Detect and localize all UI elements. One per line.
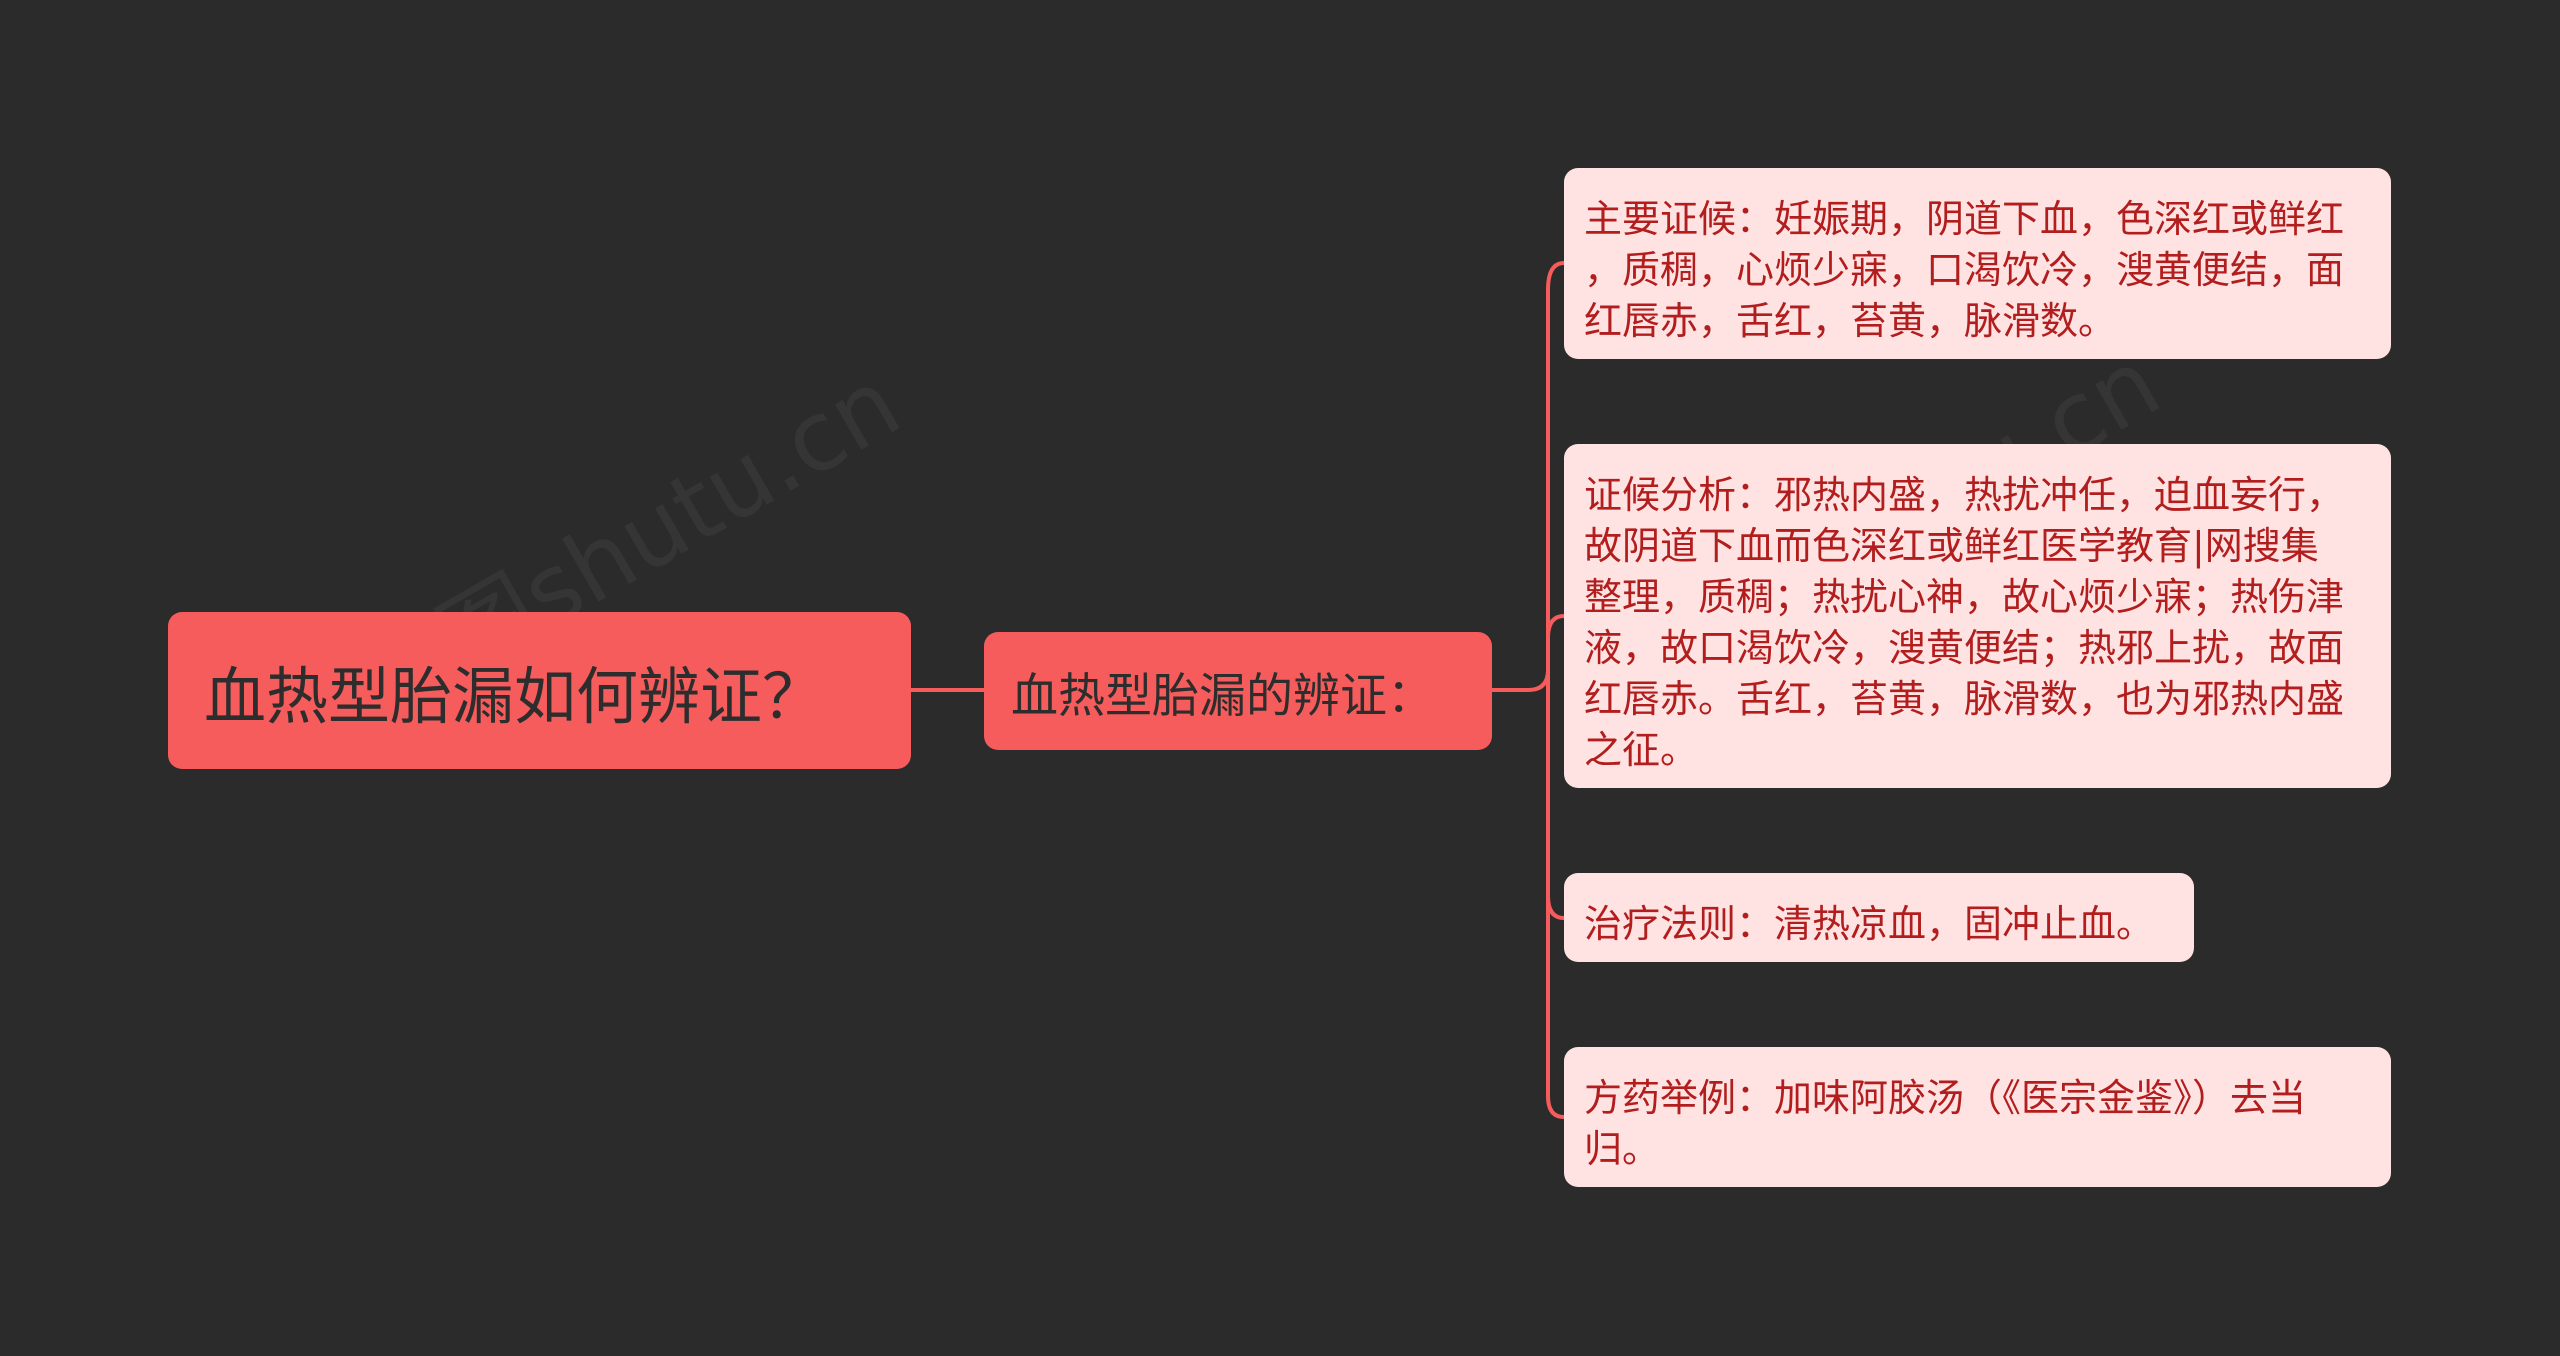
leaf-main-symptoms[interactable]: 主要证候：妊娠期，阴道下血，色深红或鲜红 ，质稠，心烦少寐，口渴饮冷，溲黄便结，… <box>1564 168 2391 359</box>
leaf-0-connector <box>1527 261 1565 692</box>
branch-topic-node[interactable]: 血热型胎漏的辨证： <box>984 632 1492 750</box>
root-topic-label: 血热型胎漏如何辨证？ <box>204 659 825 733</box>
leaf-2-connector <box>1546 895 1565 920</box>
leaf-3-connector <box>1546 1095 1565 1119</box>
leaf-prescription-example[interactable]: 方药举例：加味阿胶汤（《医宗金鉴》）去当 归。 <box>1564 1047 2391 1187</box>
leaf-1-connector <box>1546 614 1565 639</box>
leaf-syndrome-analysis[interactable]: 证候分析：邪热内盛，热扰冲任，迫血妄行， 故阴道下血而色深红或鲜红医学教育|网搜… <box>1564 444 2391 788</box>
branch-topic-label: 血热型胎漏的辨证： <box>1011 668 1434 724</box>
leaf-treatment-principle[interactable]: 治疗法则：清热凉血，固冲止血。 <box>1564 873 2194 962</box>
root-topic-node[interactable]: 血热型胎漏如何辨证？ <box>168 612 911 769</box>
